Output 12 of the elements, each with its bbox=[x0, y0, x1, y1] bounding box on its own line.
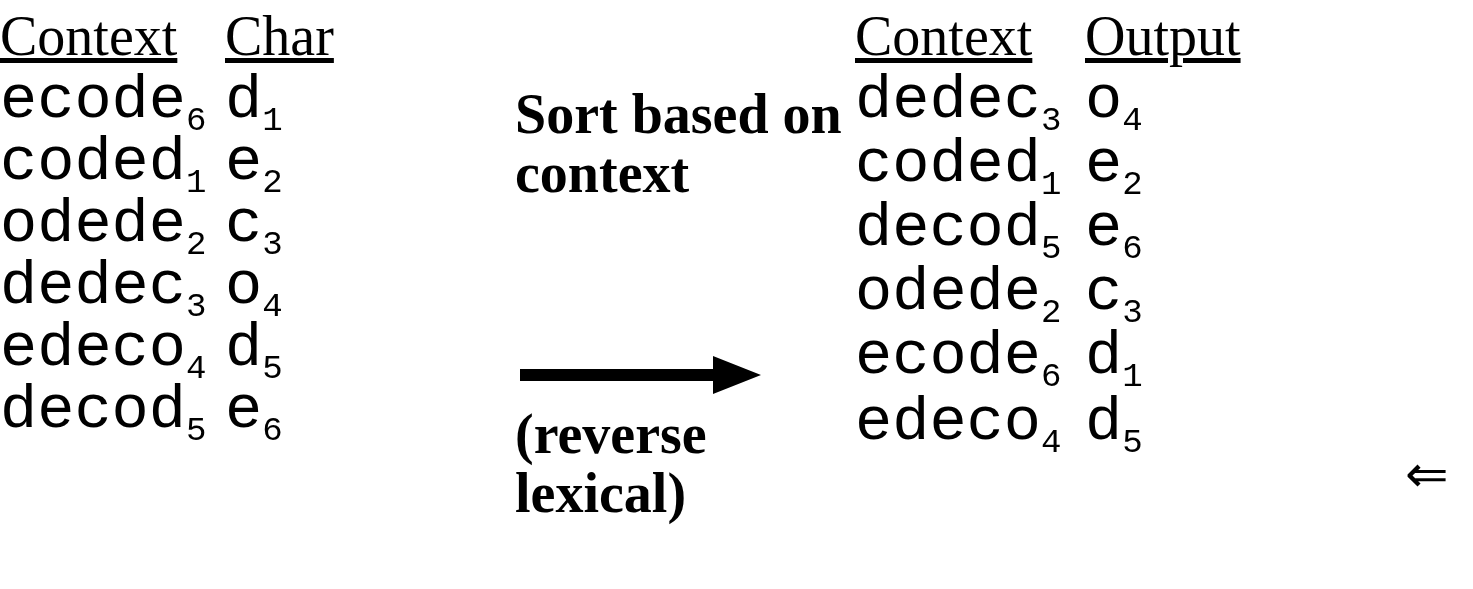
table-cell: e$_{6}$ bbox=[225, 380, 283, 449]
process-note: (reverse lexical) bbox=[515, 405, 708, 523]
column-header: Context bbox=[0, 8, 178, 64]
table-cell: edeco$_{4}$ bbox=[855, 392, 1062, 461]
table-cell: d$_{1}$ bbox=[1085, 326, 1143, 395]
table-cell: ecode$_{6}$ bbox=[855, 326, 1062, 395]
column-header: Context bbox=[855, 8, 1033, 64]
pointer-arrow-icon: ⇐ bbox=[1405, 448, 1449, 500]
table-cell: decod$_{5}$ bbox=[0, 380, 207, 449]
process-description: Sort based on context bbox=[515, 85, 843, 203]
column-header: Char bbox=[225, 8, 334, 64]
table-cell: d$_{5}$ bbox=[1085, 392, 1143, 461]
